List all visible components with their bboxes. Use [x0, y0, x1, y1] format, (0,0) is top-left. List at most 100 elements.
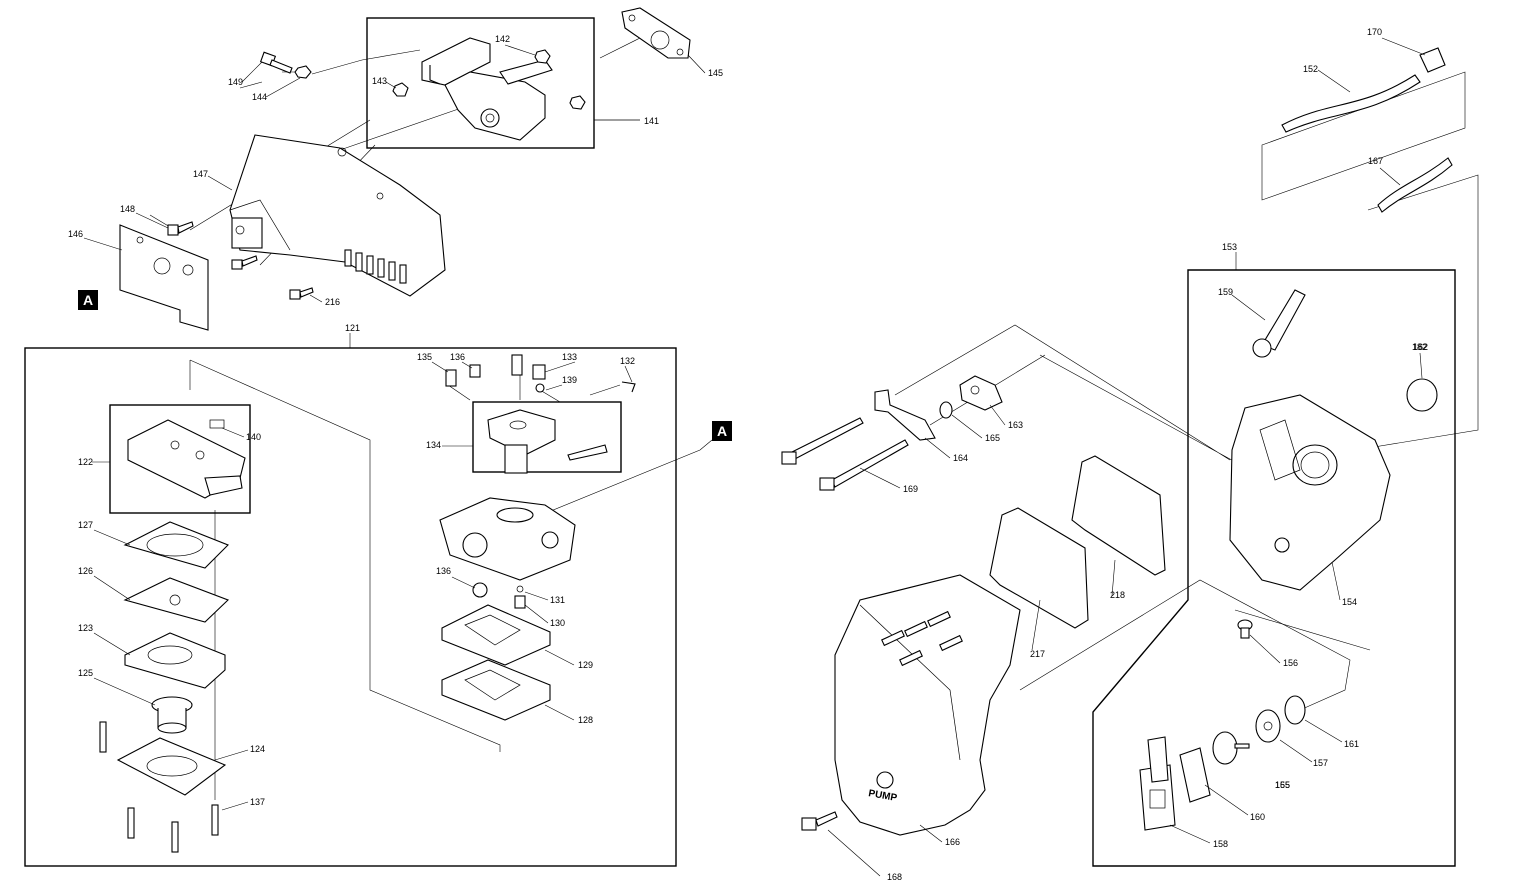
air-cleaner-case-154-icon: [1229, 394, 1391, 591]
label-149: 149: [228, 77, 243, 87]
label-168: 168: [887, 872, 902, 882]
seal-125-icon: [151, 696, 193, 734]
intake-pipe-icon: [421, 37, 553, 141]
label-leader-ticks: [83, 37, 1426, 877]
carb-upper-parts-icon: [445, 354, 636, 393]
part-labels: 121 122 123 124 125 126 127 128 129 130 …: [68, 27, 1428, 882]
pump-cover-subgroup-frame: [109, 404, 251, 514]
fuel-hose-152-icon: [1281, 74, 1421, 133]
label-123: 123: [78, 623, 93, 633]
screw-156-icon: [1237, 619, 1253, 639]
label-130: 130: [550, 618, 565, 628]
label-122: 122: [78, 457, 93, 467]
label-133: 133: [562, 352, 577, 362]
label-159: 159: [1218, 287, 1233, 297]
label-160: 160: [1250, 812, 1265, 822]
label-218: 218: [1110, 590, 1125, 600]
choke-lever-159-icon: [1252, 289, 1306, 358]
gasket-129-icon: [441, 604, 551, 666]
label-124: 124: [250, 744, 265, 754]
label-129: 129: [578, 660, 593, 670]
label-157: 157: [1313, 758, 1328, 768]
washer-165-icon: [939, 401, 953, 419]
label-153: 153: [1222, 242, 1237, 252]
heat-shield-147-icon: [229, 134, 446, 297]
label-154: 154: [1342, 597, 1357, 607]
label-162: 162: [1413, 342, 1428, 352]
plate-123-icon: [124, 632, 226, 689]
label-155: 155: [1275, 780, 1290, 790]
part-155-icon: [1212, 731, 1250, 765]
hose-187-icon: [1377, 157, 1453, 213]
bolt-149-icon: [259, 51, 293, 74]
label-147: 147: [193, 169, 208, 179]
svg-text:A: A: [717, 423, 727, 439]
label-148: 148: [120, 204, 135, 214]
label-165b: 165: [1275, 780, 1290, 790]
label-136b: 136: [436, 566, 451, 576]
label-136a: 136: [450, 352, 465, 362]
label-135: 135: [417, 352, 432, 362]
label-134: 134: [426, 440, 441, 450]
gasket-128-icon: [441, 659, 551, 721]
label-182: 182: [1412, 342, 1427, 352]
filter-218-icon: [1071, 455, 1166, 576]
diaphragm-126-icon: [123, 577, 230, 623]
label-143: 143: [372, 76, 387, 86]
screws-137-icon: [99, 721, 219, 853]
label-144: 144: [252, 92, 267, 102]
part-163-icon: [959, 375, 1003, 411]
plate-146-icon: [119, 224, 209, 331]
label-216: 216: [325, 297, 340, 307]
primer-pump-158-icon: [1139, 736, 1176, 831]
label-142: 142: [495, 34, 510, 44]
label-169: 169: [903, 484, 918, 494]
label-166: 166: [945, 837, 960, 847]
label-139: 139: [562, 375, 577, 385]
screw-shield-icon: [231, 255, 258, 270]
label-146: 146: [68, 229, 83, 239]
cover-124-icon: [116, 737, 227, 796]
fuel-hose-group-frame: [1261, 71, 1479, 449]
label-170: 170: [1367, 27, 1382, 37]
bolt-169-icon: [781, 417, 909, 491]
element-217-icon: [989, 507, 1089, 629]
carburetor-body-icon: [439, 497, 576, 581]
label-161: 161: [1344, 739, 1359, 749]
svg-text:PUMP: PUMP: [867, 788, 898, 804]
label-125: 125: [78, 668, 93, 678]
label-132: 132: [620, 356, 635, 366]
screw-136b-icon: [472, 582, 488, 598]
label-128: 128: [578, 715, 593, 725]
label-121: 121: [345, 323, 360, 333]
nut-143-icon: [392, 82, 409, 97]
label-152: 152: [1303, 64, 1318, 74]
bolt-168-icon: [801, 811, 838, 831]
label-156: 156: [1283, 658, 1298, 668]
label-137: 137: [250, 797, 265, 807]
label-126: 126: [78, 566, 93, 576]
air-cleaner-cover-166-icon: PUMP: [834, 574, 1021, 836]
nut-142-icon: [534, 49, 551, 64]
inlet-subgroup-frame: [472, 401, 622, 473]
label-131: 131: [550, 595, 565, 605]
inlet-134-icon: [487, 409, 608, 474]
label-158: 158: [1213, 839, 1228, 849]
label-167: 167: [1368, 156, 1383, 166]
label-164: 164: [953, 453, 968, 463]
needle-130-icon: [514, 595, 526, 609]
bracket-164-icon: [874, 389, 936, 441]
label-165a: 165: [985, 433, 1000, 443]
marker-a-right: A: [712, 421, 732, 441]
oring-182-icon: [1406, 378, 1438, 412]
svg-text:A: A: [83, 292, 93, 308]
label-141: 141: [644, 116, 659, 126]
oring-131-icon: [516, 585, 524, 593]
intake-pipe-group-frame: [366, 17, 595, 149]
air-cleaner-group-frame: [1092, 269, 1456, 867]
label-163: 163: [1008, 420, 1023, 430]
oring-161-icon: [1284, 695, 1306, 725]
label-140: 140: [246, 432, 261, 442]
marker-a-left: A: [78, 290, 98, 310]
